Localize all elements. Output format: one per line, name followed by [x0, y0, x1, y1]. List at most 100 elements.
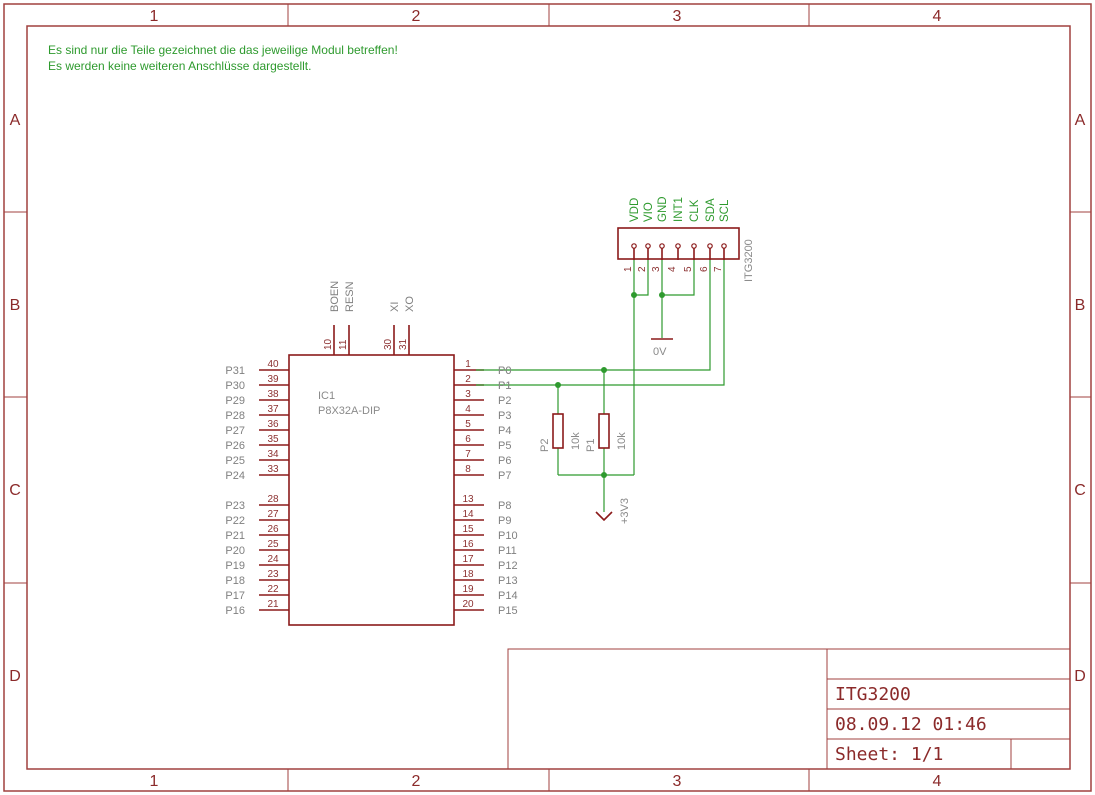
ic1-pin-label: XI [389, 302, 401, 312]
ic1-pin-label: P21 [225, 530, 245, 542]
row-label: D [1074, 668, 1086, 685]
ic1-pin-label: P25 [225, 455, 245, 467]
row-label: B [10, 297, 21, 314]
row-label: B [1075, 297, 1086, 314]
col-label: 2 [412, 773, 421, 790]
ic1-pin-label: P29 [225, 395, 245, 407]
ic1-pin-number: 22 [267, 584, 279, 595]
col-label: 3 [673, 8, 682, 25]
ic1-pin-number: 26 [267, 524, 279, 535]
ic1-pin-label: P16 [225, 605, 245, 617]
ic1-pin-label: XO [404, 296, 416, 312]
resistor-name: P1 [585, 439, 597, 452]
itg-pin-socket [645, 243, 651, 249]
ic1-name: IC1 [318, 390, 335, 402]
sheet-text: Sheet: 1/1 [835, 744, 943, 765]
ic1-pin-label: P24 [225, 470, 245, 482]
ic1-pin-label: P20 [225, 545, 245, 557]
ic1-pin-number: 28 [267, 494, 279, 505]
ic1-pin-label: P6 [498, 455, 511, 467]
ic1-pin-number: 39 [267, 374, 279, 385]
ic1-pin-number: 17 [462, 554, 474, 565]
ic1-pin-label: P2 [498, 395, 511, 407]
ic1-pin-label: P12 [498, 560, 518, 572]
ic1-pin-number: 15 [462, 524, 474, 535]
itg-pin-label: SCL [719, 199, 731, 222]
row-label: A [1075, 112, 1086, 129]
ic1-pin-number: 21 [267, 599, 279, 610]
itg-pin-label: INT1 [673, 197, 685, 222]
col-label: 1 [150, 773, 159, 790]
column-labels-bottom: 1 2 3 4 [150, 773, 942, 790]
resistor-value: 10k [570, 432, 582, 450]
ic1-pin-number: 31 [398, 338, 409, 350]
ic1-pin-label: P15 [498, 605, 518, 617]
ic1-symbol: IC1 P8X32A-DIP 40P3139P3038P2937P2836P27… [225, 281, 518, 626]
title-text: ITG3200 [835, 684, 911, 705]
ic1-pin-label: P14 [498, 590, 518, 602]
col-label: 4 [933, 8, 942, 25]
column-dividers [287, 4, 810, 791]
ic1-pin-number: 27 [267, 509, 279, 520]
ic1-pin-number: 5 [465, 419, 471, 430]
ic1-pin-label: P10 [498, 530, 518, 542]
col-label: 1 [150, 8, 159, 25]
itg-pin-number: 5 [683, 266, 694, 272]
ic1-pin-number: 40 [267, 359, 279, 370]
resistor-p2: P2 10k [539, 413, 582, 452]
ic1-pin-number: 16 [462, 539, 474, 550]
itg-pin-number: 3 [651, 266, 662, 272]
inner-frame [26, 25, 1071, 770]
col-label: 2 [412, 8, 421, 25]
ic1-pin-number: 8 [465, 464, 471, 475]
title-block: ITG3200 08.09.12 01:46 Sheet: 1/1 [507, 648, 1071, 770]
ic1-pin-number: 34 [267, 449, 279, 460]
ground-label: 0V [653, 346, 667, 358]
itg-pin-socket [707, 243, 713, 249]
ic1-pin-number: 4 [465, 404, 471, 415]
itg-pin-number: 4 [667, 266, 678, 272]
row-labels-right: A B C D [1074, 112, 1086, 685]
itg-pin-label: CLK [689, 199, 701, 222]
ic1-pin-label: P28 [225, 410, 245, 422]
note-line-2: Es werden keine weiteren Anschlüsse darg… [48, 59, 311, 73]
itg3200-name: ITG3200 [743, 239, 755, 282]
itg-pin-number: 1 [623, 266, 634, 272]
net-label-p1: P1 [498, 380, 511, 392]
ic1-pin-label: P23 [225, 500, 245, 512]
ic1-pin-number: 2 [465, 374, 471, 385]
ic1-pin-number: 37 [267, 404, 279, 415]
ic1-left-pins: 40P3139P3038P2937P2836P2735P2634P2533P24… [225, 359, 289, 617]
row-label: C [9, 482, 21, 499]
column-labels-top: 1 2 3 4 [150, 8, 942, 25]
itg-pin-socket [659, 243, 665, 249]
itg-pin-label: SDA [705, 198, 717, 222]
ic1-pin-number: 6 [465, 434, 471, 445]
wires [476, 260, 725, 512]
row-dividers [4, 211, 1091, 584]
ic1-pin-number: 38 [267, 389, 279, 400]
ic1-pin-number: 24 [267, 554, 279, 565]
ic1-pin-number: 19 [462, 584, 474, 595]
ic1-pin-label: BOEN [329, 281, 341, 312]
ic1-pin-label: P19 [225, 560, 245, 572]
ic1-pin-label: P7 [498, 470, 511, 482]
ic1-pin-number: 23 [267, 569, 279, 580]
itg-pin-socket [721, 243, 727, 249]
row-label: A [10, 112, 21, 129]
date-text: 08.09.12 01:46 [835, 714, 987, 735]
itg-pin-number: 6 [699, 266, 710, 272]
ic1-pin-number: 10 [323, 338, 334, 350]
row-labels-left: A B C D [9, 112, 21, 685]
ic1-pin-label: P13 [498, 575, 518, 587]
itg-pin-socket [631, 243, 637, 249]
ic1-pin-number: 25 [267, 539, 279, 550]
ic1-pin-number: 14 [462, 509, 474, 520]
ic1-pin-number: 3 [465, 389, 471, 400]
resistor-name: P2 [539, 439, 551, 452]
resistor-value: 10k [616, 432, 628, 450]
